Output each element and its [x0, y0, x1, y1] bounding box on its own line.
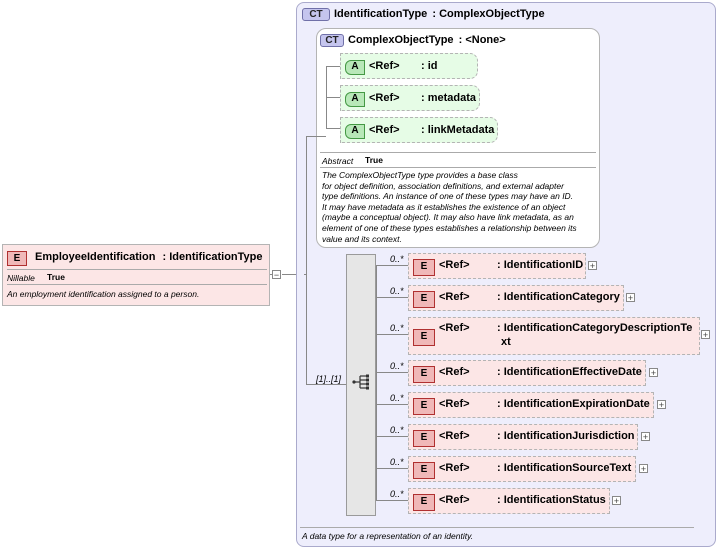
complex-type-base: : ComplexObjectType [432, 8, 545, 20]
base-type-name: ComplexObjectType [348, 34, 454, 46]
divider [7, 284, 267, 285]
element-name: : IdentificationID [497, 259, 584, 271]
complex-type-documentation: A data type for a representation of an i… [302, 531, 474, 541]
element-ref: <Ref> [439, 494, 470, 506]
element-badge: E [7, 251, 27, 266]
root-element-type: : IdentificationType [162, 251, 263, 263]
sequence-cardinality: [1]..[1] [316, 374, 342, 384]
element-ref: <Ref> [439, 259, 470, 271]
element-cardinality: 0..* [390, 457, 404, 467]
root-documentation: An employment identification assigned to… [7, 289, 200, 299]
attribute-ref: <Ref> [369, 124, 400, 136]
connector [306, 136, 326, 137]
connector [306, 384, 346, 385]
attribute-id[interactable]: A <Ref> : id [340, 53, 478, 79]
element-badge: E [413, 430, 435, 447]
element-cardinality: 0..* [390, 489, 404, 499]
element-badge: E [413, 462, 435, 479]
connector [376, 265, 377, 500]
abstract-label: Abstract [322, 156, 354, 166]
attribute-name: : metadata [421, 92, 477, 104]
element-name: : IdentificationSourceText [497, 462, 632, 474]
base-type-badge: CT [320, 34, 344, 47]
expand-toggle[interactable]: + [641, 432, 650, 442]
sequence-icon [352, 374, 369, 390]
element-ref: <Ref> [439, 291, 470, 303]
attribute-metadata[interactable]: A <Ref> : metadata [340, 85, 480, 111]
base-type-documentation: The ComplexObjectType type provides a ba… [322, 170, 577, 244]
divider [7, 269, 267, 270]
element-ref: <Ref> [439, 430, 470, 442]
divider [300, 527, 694, 528]
abstract-value: True [365, 155, 383, 165]
element-badge: E [413, 329, 435, 346]
root-element-box[interactable]: E EmployeeIdentification : Identificatio… [2, 244, 270, 306]
expand-toggle[interactable]: + [639, 464, 648, 474]
connector [306, 136, 307, 384]
connector [326, 128, 340, 129]
expand-toggle[interactable]: + [612, 496, 621, 506]
connector [326, 97, 340, 98]
expand-toggle[interactable]: + [701, 330, 710, 340]
divider [320, 167, 596, 168]
element-ref: <Ref> [439, 322, 470, 334]
attribute-ref: <Ref> [369, 60, 400, 72]
element-cardinality: 0..* [390, 286, 404, 296]
divider [320, 152, 596, 153]
element-ref: <Ref> [439, 366, 470, 378]
element-badge: E [413, 398, 435, 415]
expand-toggle[interactable]: + [626, 293, 635, 303]
element-badge: E [413, 291, 435, 308]
attribute-badge: A [345, 60, 365, 75]
complex-type-badge: CT [302, 8, 330, 21]
element-name-continued: xt [501, 336, 511, 348]
element-ref: <Ref> [439, 398, 470, 410]
element-cardinality: 0..* [390, 361, 404, 371]
attribute-name: : linkMetadata [421, 124, 495, 136]
attribute-badge: A [345, 92, 365, 107]
connector [304, 274, 307, 275]
attribute-ref: <Ref> [369, 92, 400, 104]
element-badge: E [413, 366, 435, 383]
element-badge: E [413, 259, 435, 276]
attribute-badge: A [345, 124, 365, 139]
root-element-name: EmployeeIdentification [35, 251, 156, 263]
element-ref: <Ref> [439, 462, 470, 474]
element-cardinality: 0..* [390, 254, 404, 264]
expand-toggle[interactable]: + [657, 400, 666, 410]
element-cardinality: 0..* [390, 425, 404, 435]
connector [326, 66, 340, 67]
element-cardinality: 0..* [390, 323, 404, 333]
sequence-compositor[interactable] [346, 254, 376, 516]
expand-toggle[interactable]: + [649, 368, 658, 378]
nillable-label: Nillable [7, 273, 35, 283]
attribute-linkmetadata[interactable]: A <Ref> : linkMetadata [340, 117, 498, 143]
element-name: : IdentificationStatus [497, 494, 606, 506]
element-name: : IdentificationExpirationDate [497, 398, 650, 410]
element-name: : IdentificationCategory [497, 291, 620, 303]
attribute-name: : id [421, 60, 438, 72]
nillable-value: True [47, 272, 65, 282]
connector [282, 274, 304, 275]
complex-type-name: IdentificationType [334, 8, 428, 20]
element-cardinality: 0..* [390, 393, 404, 403]
element-name: : IdentificationCategoryDescriptionTe [497, 322, 693, 334]
element-name: : IdentificationJurisdiction [497, 430, 635, 442]
element-name: : IdentificationEffectiveDate [497, 366, 642, 378]
collapse-toggle[interactable]: − [272, 270, 281, 280]
expand-toggle[interactable]: + [588, 261, 597, 271]
element-badge: E [413, 494, 435, 511]
base-type-base: : <None> [458, 34, 506, 46]
